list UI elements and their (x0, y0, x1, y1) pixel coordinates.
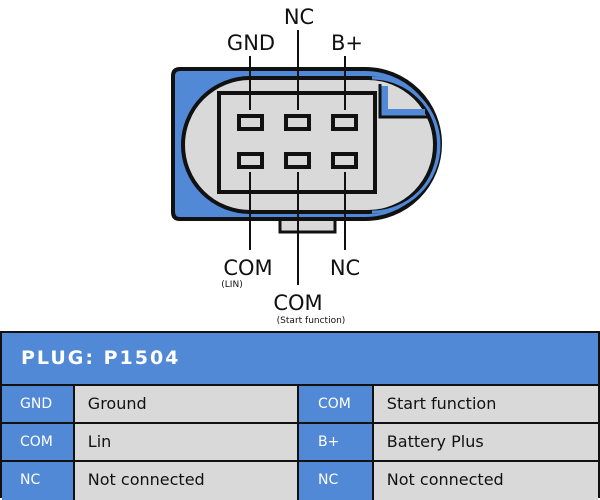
pin-description: Not connected (74, 462, 299, 500)
pin-description: Battery Plus (373, 424, 598, 460)
key-notch (380, 86, 425, 117)
connector-diagram: GND NC B+ COM COM NC (LIN) (Start functi… (171, 5, 442, 326)
pin (284, 152, 311, 169)
pin (284, 114, 311, 131)
pin-description: Ground (74, 386, 299, 422)
pinout-table: PLUG: P1504 GND Ground COM Start functio… (0, 331, 600, 500)
label-nc-bottom: NC (330, 256, 360, 280)
pin-code: COM (299, 386, 374, 422)
pin-code: NC (2, 462, 75, 500)
pin (331, 114, 358, 131)
pins (237, 114, 358, 169)
pin (237, 152, 264, 169)
sublabel-start-function: (Start function) (277, 316, 346, 326)
pin-code: GND (2, 386, 75, 422)
sublabel-lin: (LIN) (221, 280, 242, 290)
pin-description: Lin (74, 424, 299, 460)
pin (331, 152, 358, 169)
table-row: GND Ground COM Start function (2, 386, 598, 424)
table-row: NC Not connected NC Not connected (2, 462, 598, 500)
pin-code: NC (299, 462, 374, 500)
label-gnd: GND (227, 31, 275, 55)
table-title: PLUG: P1504 (2, 333, 598, 386)
leader-lines (249, 30, 346, 285)
label-bplus: B+ (331, 31, 363, 55)
pin (237, 114, 264, 131)
pin-description: Not connected (373, 462, 598, 500)
table-row: COM Lin B+ Battery Plus (2, 424, 598, 462)
pin-code: COM (2, 424, 75, 460)
pin-code: B+ (299, 424, 374, 460)
label-nc-top: NC (284, 5, 314, 29)
label-com-lin: COM (223, 256, 272, 280)
pin-description: Start function (373, 386, 598, 422)
label-com-start: COM (273, 291, 322, 315)
